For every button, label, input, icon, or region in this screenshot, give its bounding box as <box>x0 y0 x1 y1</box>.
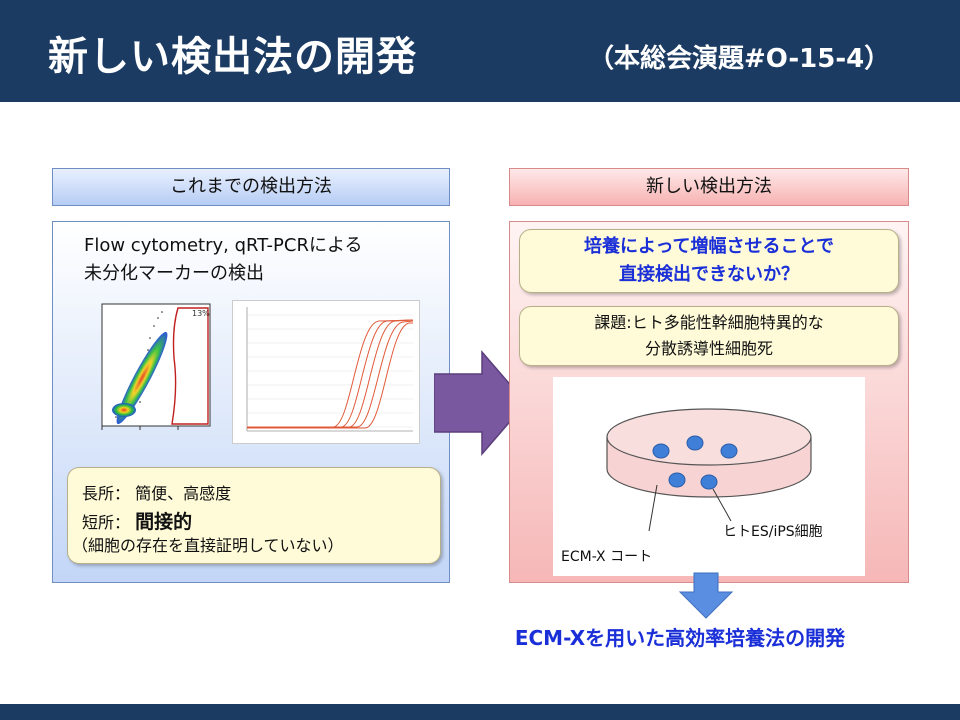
flow-gate-label: 13% <box>192 309 210 318</box>
challenge-box: 課題:ヒト多能性幹細胞特異的な 分散誘導性細胞死 <box>519 306 899 366</box>
session-id: （本総会演題#O-15-4） <box>588 44 891 74</box>
qpcr-amplification-plot <box>232 300 420 444</box>
challenge-line-2: 分散誘導性細胞死 <box>644 339 773 358</box>
cons-note: （細胞の存在を直接証明していない） <box>72 536 344 555</box>
left-heading: これまでの検出方法 <box>52 168 450 206</box>
cons-text: 間接的 <box>135 511 193 533</box>
cell-dot <box>720 443 738 459</box>
pros-text: 簡便、高感度 <box>135 484 232 503</box>
cons-label: 短所： <box>82 513 131 532</box>
cell-dot <box>652 443 670 459</box>
flow-cytometry-plot: 13% <box>101 303 211 430</box>
cell-dot <box>700 474 718 490</box>
cell-dot <box>686 435 704 451</box>
pros-label: 長所： <box>82 484 131 503</box>
cell-dot <box>668 472 686 488</box>
culture-dish-illustration: ヒトES/iPS細胞 ECM-X コート <box>553 377 865 576</box>
method-line-2: 未分化マーカーの検出 <box>84 263 264 284</box>
coat-label: ECM-X コート <box>561 549 652 565</box>
down-arrow <box>678 572 734 619</box>
cells-label: ヒトES/iPS細胞 <box>723 524 823 540</box>
pros-cons-box <box>67 467 441 564</box>
culture-dish-drawing: ヒトES/iPS細胞 ECM-X コート <box>561 408 823 565</box>
idea-line-2: 直接検出できないか？ <box>619 264 799 285</box>
right-heading: 新しい検出方法 <box>509 168 909 206</box>
cons-line: 短所： 間接的 <box>82 507 192 534</box>
idea-line-1: 培養によって増幅させることで <box>583 236 835 257</box>
result-text: ECM-Xを用いた高効率培養法の開発 <box>514 626 846 650</box>
title-bar <box>0 0 960 102</box>
idea-box: 培養によって増幅させることで 直接検出できないか？ <box>519 229 899 293</box>
pros-line: 長所： 簡便、高感度 <box>82 480 231 504</box>
transition-arrow <box>434 350 527 456</box>
method-description: Flow cytometry, qRT-PCRによる 未分化マーカーの検出 <box>84 232 362 288</box>
challenge-line-1: 課題:ヒト多能性幹細胞特異的な <box>594 313 824 332</box>
slide-title: 新しい検出法の開発 <box>48 34 417 80</box>
bottom-bar <box>0 704 960 720</box>
method-line-1: Flow cytometry, qRT-PCRによる <box>84 235 363 256</box>
